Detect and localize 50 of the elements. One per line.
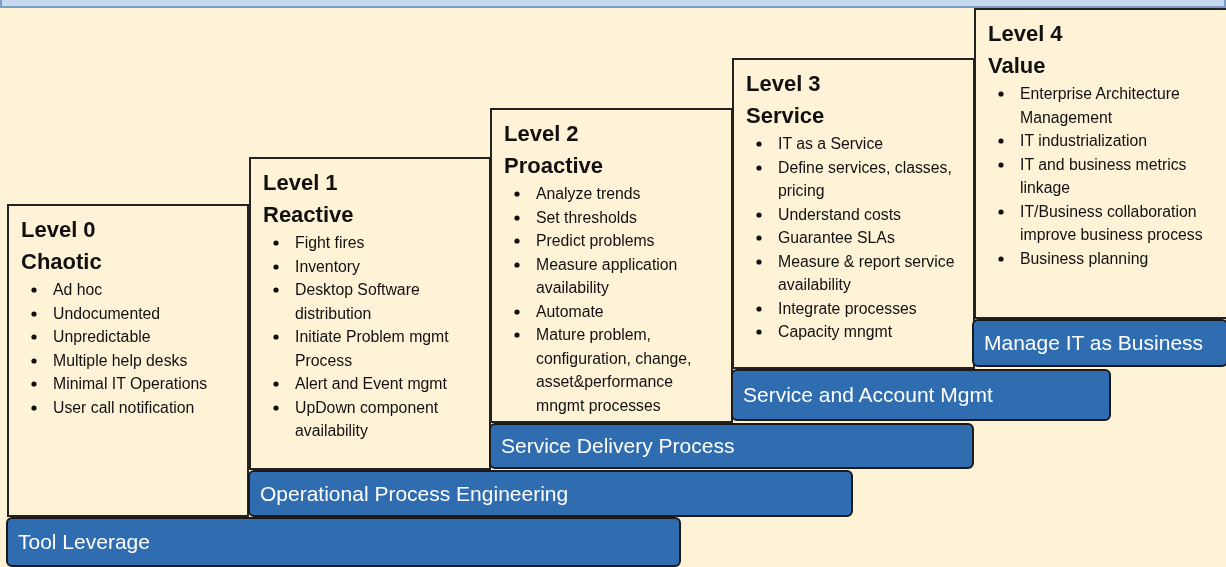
level-subheading: Reactive [263, 201, 355, 229]
bullet-item: Fight fires [295, 234, 365, 251]
bullet-item: Initiate Problem mgmt Process [295, 328, 449, 369]
stage-bar: Service Delivery Process [489, 423, 974, 469]
bullet-item: IT/Business collaboration improve business process [1020, 202, 1203, 243]
level-heading: Level 3 [746, 70, 822, 98]
bullet-item: Desktop Software distribution [295, 281, 420, 322]
bullet-item: Automate [536, 302, 604, 320]
bullet-item: Understand costs [778, 205, 901, 223]
bullet-item: IT and business metrics linkage [1020, 155, 1187, 196]
level-heading: Level 2 [504, 120, 580, 148]
level-panel [7, 204, 249, 517]
level-panel [732, 58, 975, 369]
bullet-item: Multiple help desks [53, 351, 188, 369]
bullet-item: Unpredictable [53, 328, 151, 345]
bullet-item: Business planning [1020, 249, 1149, 267]
level-panel [490, 108, 733, 423]
bullet-item: Measure & report service availability [778, 252, 955, 293]
bullet-item: Minimal IT Operations [53, 375, 208, 392]
bullet-item: Ad hoc [53, 281, 103, 298]
stage-bar: Tool Leverage [6, 517, 681, 567]
bullet-item: Inventory [295, 257, 360, 275]
bullet-item: Guarantee SLAs [778, 229, 895, 246]
bullet-item: Analyze trends [536, 185, 641, 202]
bullet-item: Define services, classes, pricing [778, 158, 952, 199]
bullet-item: Capacity mngmt [778, 323, 893, 340]
bullet-item: UpDown component availability [295, 398, 439, 439]
level-subheading: Value [988, 52, 1047, 80]
bullet-item: Enterprise Architecture Management [1020, 85, 1180, 126]
stage-bar: Manage IT as Business [972, 319, 1226, 367]
bullet-item: IT industrialization [1020, 132, 1148, 149]
bullet-item: Undocumented [53, 304, 161, 322]
level-heading: Level 0 [21, 216, 97, 244]
level-panel [974, 8, 1226, 319]
bullet-item: Set thresholds [536, 208, 637, 226]
bullet-item: User call notification [53, 398, 195, 416]
level-subheading: Service [746, 102, 826, 130]
level-heading: Level 4 [988, 20, 1064, 48]
bullet-item: IT as a Service [778, 135, 884, 152]
level-subheading: Chaotic [21, 248, 103, 276]
stage-bar: Operational Process Engineering [248, 470, 853, 517]
bullet-item: Integrate processes [778, 299, 917, 317]
bullet-item: Mature problem, configuration, change, asset&performance mngmt processes [536, 326, 692, 414]
level-heading: Level 1 [263, 169, 339, 197]
bullet-item: Alert and Event mgmt [295, 375, 447, 392]
stage-bar: Service and Account Mgmt [731, 369, 1111, 421]
bullet-item: Predict problems [536, 232, 655, 249]
level-panel [249, 157, 491, 470]
bullet-item: Measure application availability [536, 255, 678, 296]
level-subheading: Proactive [504, 152, 605, 180]
